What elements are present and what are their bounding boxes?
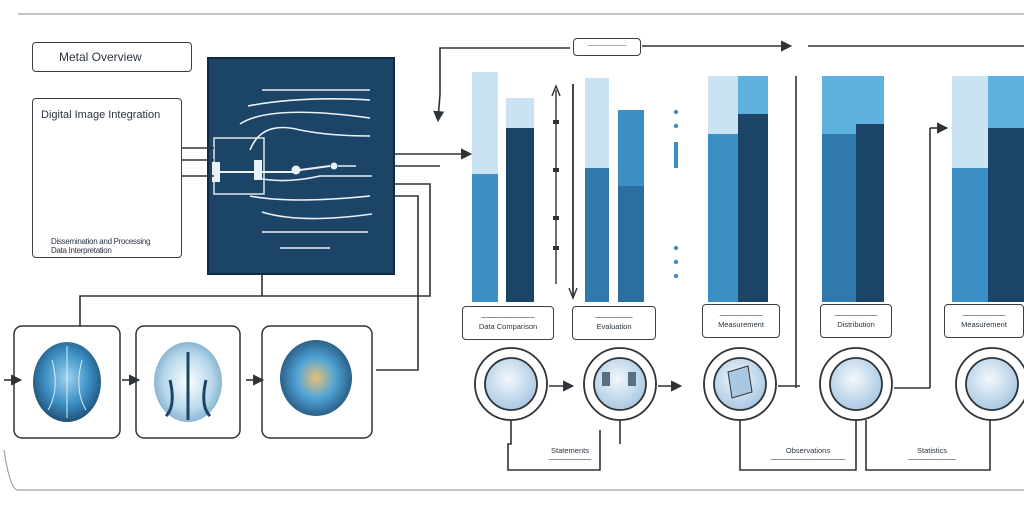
bottom-caption-1-line2: ──────── (548, 455, 592, 464)
processing-panel (207, 57, 395, 275)
bar-group-1 (472, 72, 534, 302)
bar-caption-1: ────────── Data Comparison (462, 306, 554, 340)
bar-caption-3-line1: ──────── (719, 311, 763, 320)
panel-heading: Digital Image Integration (41, 109, 161, 121)
bottom-caption-2-line2: ────────────── (770, 455, 846, 464)
bottom-caption-2-line1: Observations (785, 446, 831, 455)
top-tag: ────────── (573, 38, 641, 56)
bar-caption-3-line2: Measurement (718, 320, 764, 329)
diagram-title-text: Metal Overview (59, 50, 142, 64)
chest-xray-icon (280, 340, 352, 416)
bar-caption-2: ─────── Evaluation (572, 306, 656, 340)
panel-caption-line2: Data Interpretation (51, 246, 112, 255)
integration-panel: Digital Image Integration Dissemination … (32, 98, 182, 258)
panel-caption: Dissemination and Processing Data Interp… (51, 237, 150, 255)
bar-group-4 (822, 76, 884, 302)
scan-row (4, 325, 373, 439)
bar-caption-1-line2: Data Comparison (478, 322, 538, 331)
bottom-caption-3-line1: Statistics (916, 446, 947, 455)
bar-group-2 (585, 78, 644, 302)
bar-caption-4: ──────── Distribution (820, 304, 892, 338)
bar-caption-5-line2: Measurement (961, 320, 1007, 329)
bottom-caption-2: Observations ────────────── (768, 446, 848, 464)
bar-caption-4-line2: Distribution (837, 320, 875, 329)
bar-caption-2-line2: Evaluation (596, 322, 632, 331)
diagram-title: Metal Overview (32, 42, 192, 72)
bottom-caption-1: Statements ──────── (540, 446, 600, 464)
bar-group-3 (708, 76, 768, 302)
frame-lines (3, 13, 1024, 491)
bar-caption-1-line1: ────────── (481, 313, 535, 322)
bar-caption-4-line1: ──────── (834, 311, 878, 320)
bottom-caption-3-line2: ───────── (908, 455, 956, 464)
bottom-caption-3: Statistics ───────── (904, 446, 960, 464)
bar-caption-3: ──────── Measurement (702, 304, 780, 338)
bar-caption-5-line1: ──────── (962, 311, 1006, 320)
bar-group-5 (952, 76, 1024, 302)
bottom-caption-1-line1: Statements (551, 446, 589, 455)
bar-caption-5: ──────── Measurement (944, 304, 1024, 338)
bar-caption-2-line1: ─────── (595, 313, 633, 322)
panel-caption-line1: Dissemination and Processing (51, 237, 151, 246)
